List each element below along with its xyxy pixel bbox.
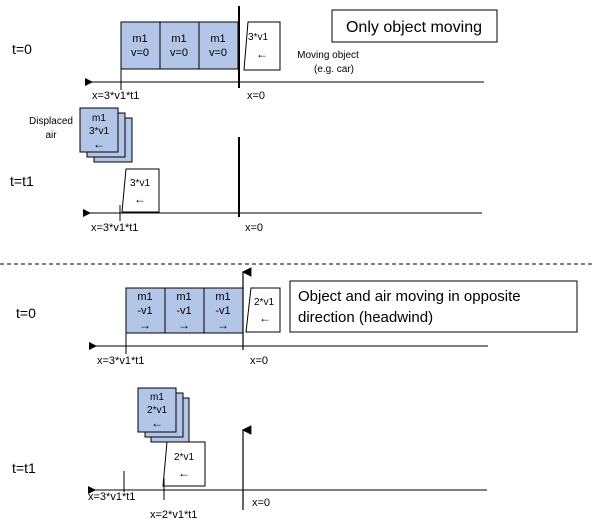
block-mass-label: m1 <box>210 33 225 45</box>
section1-air-block-3: m1 v=0 <box>198 21 239 70</box>
section1-displaced-label-2: air <box>45 130 57 141</box>
section1-object-arrow-icon: ← <box>256 47 268 61</box>
section1-t1-label: t=t1 <box>10 173 34 189</box>
displaced-arrow-icon: ← <box>151 416 163 430</box>
right-arrow-icon: → <box>217 318 229 332</box>
block-mass-label: m1 <box>215 291 230 303</box>
section2-object-arrow-icon: ← <box>259 311 271 325</box>
section1-t1-x-zero: x=0 <box>245 222 263 234</box>
section1-displaced-label-1: Displaced <box>29 116 73 127</box>
section2-title-box <box>289 280 578 333</box>
section1-t1-x-left: x=3*v1*t1 <box>91 222 138 234</box>
section2-t0-x-zero: x=0 <box>250 355 268 367</box>
section2-displaced-air-stack: m1 2*v1 ← <box>137 387 190 443</box>
section2-t1-x-zero: x=0 <box>252 497 270 509</box>
section2-moving-object-t1 <box>162 441 206 487</box>
block-mass-label: m1 <box>132 33 147 45</box>
section2-t1-x-left: x=3*v1*t1 <box>88 491 135 503</box>
section2-title-line1: Object and air moving in opposite <box>298 288 521 305</box>
right-arrow-icon: → <box>178 318 190 332</box>
section1-moving-object-label-2: (e.g. car) <box>314 64 354 75</box>
displaced-velocity-label: 3*v1 <box>89 126 109 137</box>
section2-moving-object <box>245 287 281 333</box>
block-mass-label: m1 <box>176 291 191 303</box>
section2-air-block-3: m1 -v1 → <box>203 287 244 334</box>
section2-air-block-2: m1 -v1 → <box>164 287 205 334</box>
section1-t0-label: t=0 <box>12 41 32 57</box>
section2-object-velocity: 2*v1 <box>254 297 274 308</box>
block-velocity-label: v=0 <box>131 47 149 59</box>
section1-moving-object <box>243 21 281 71</box>
block-velocity-label: -v1 <box>137 305 152 317</box>
section1-moving-object-t1 <box>121 168 160 213</box>
section2-air-block-1: m1 -v1 → <box>125 287 166 334</box>
block-mass-label: m1 <box>137 291 152 303</box>
section2-t1-label: t=t1 <box>12 460 36 476</box>
section1-title-box <box>331 9 498 43</box>
block-velocity-label: v=0 <box>209 47 227 59</box>
section1-moving-object-label-1: Moving object <box>297 50 359 61</box>
displaced-mass-label: m1 <box>150 392 164 403</box>
section2-t1-object-velocity: 2*v1 <box>174 452 194 463</box>
section2-t0-label: t=0 <box>16 305 36 321</box>
displaced-velocity-label: 2*v1 <box>147 405 167 416</box>
section1-t1-object-arrow-icon: ← <box>134 192 146 206</box>
section2-t1-x-mid: x=2*v1*t1 <box>150 509 197 521</box>
section1-object-velocity: 3*v1 <box>248 32 268 43</box>
section1-title: Only object moving <box>346 19 482 36</box>
displaced-arrow-icon: ← <box>93 137 105 151</box>
section1-t0-x-zero: x=0 <box>247 90 265 102</box>
right-arrow-icon: → <box>139 318 151 332</box>
block-velocity-label: v=0 <box>170 47 188 59</box>
section2-title-line2: direction (headwind) <box>298 309 433 326</box>
section2-t1-object-arrow-icon: ← <box>178 466 190 480</box>
section1-air-block-2: m1 v=0 <box>159 21 200 70</box>
displaced-mass-label: m1 <box>92 113 106 124</box>
block-velocity-label: -v1 <box>215 305 230 317</box>
section1-t0-x-left: x=3*v1*t1 <box>92 90 139 102</box>
block-velocity-label: -v1 <box>176 305 191 317</box>
section1-displaced-air-stack: m1 3*v1 ← <box>79 107 133 163</box>
block-mass-label: m1 <box>171 33 186 45</box>
section2-t0-x-left: x=3*v1*t1 <box>97 355 144 367</box>
section1-air-block-1: m1 v=0 <box>120 21 161 70</box>
section1-t1-object-velocity: 3*v1 <box>130 178 150 189</box>
